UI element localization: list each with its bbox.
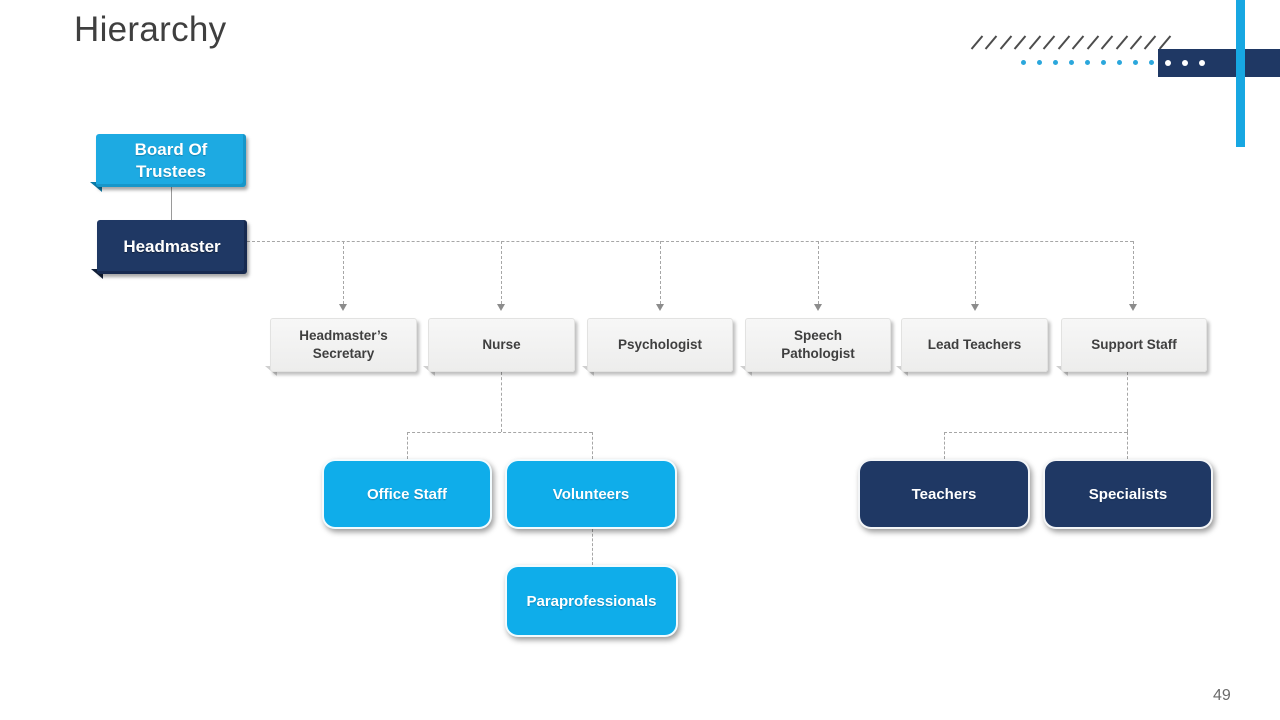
org-node-headmasters-secretary: Headmaster’s Secretary bbox=[265, 318, 417, 376]
page-title: Hierarchy bbox=[74, 10, 227, 49]
connector-volunteers-paraprofessionals bbox=[592, 529, 593, 565]
connector-drop bbox=[975, 241, 976, 304]
connector-headmaster-horizontal bbox=[247, 241, 1133, 242]
arrowhead-icon bbox=[814, 304, 822, 311]
connector-office-staff-drop bbox=[407, 432, 408, 459]
org-node-lead-teachers: Lead Teachers bbox=[896, 318, 1048, 376]
org-node-headmaster: Headmaster bbox=[91, 220, 247, 279]
fold-decoration bbox=[1056, 366, 1068, 376]
org-node-label: Board Of Trustees bbox=[134, 140, 208, 181]
org-node-nurse: Nurse bbox=[423, 318, 575, 376]
hatch-marks-decoration bbox=[970, 33, 1172, 51]
org-node-paraprofessionals: Paraprofessionals bbox=[505, 565, 678, 637]
org-node-label: Teachers bbox=[911, 485, 977, 503]
page-number: 49 bbox=[1213, 687, 1231, 704]
org-node-volunteers: Volunteers bbox=[505, 459, 677, 529]
fold-decoration bbox=[265, 366, 277, 376]
org-node-label: Nurse bbox=[482, 337, 521, 353]
org-node-speech-pathologist: Speech Pathologist bbox=[740, 318, 891, 376]
org-node-label: Lead Teachers bbox=[927, 337, 1022, 353]
connector-drop bbox=[1133, 241, 1134, 304]
connector-drop bbox=[818, 241, 819, 304]
org-node-specialists: Specialists bbox=[1043, 459, 1213, 529]
connector-drop bbox=[343, 241, 344, 304]
dot-row-decoration bbox=[1021, 59, 1154, 65]
connector-teachers-drop bbox=[944, 432, 945, 459]
org-node-label: Headmaster bbox=[123, 237, 221, 256]
org-node-board-of-trustees: Board Of Trustees bbox=[90, 134, 246, 192]
connector-board-headmaster bbox=[171, 187, 172, 220]
connector-drop bbox=[501, 241, 502, 304]
arrowhead-icon bbox=[656, 304, 664, 311]
fold-decoration bbox=[740, 366, 752, 376]
arrowhead-icon bbox=[971, 304, 979, 311]
fold-decoration bbox=[896, 366, 908, 376]
org-node-label: Psychologist bbox=[617, 337, 703, 353]
arrowhead-icon bbox=[339, 304, 347, 311]
org-node-support-staff: Support Staff bbox=[1056, 318, 1207, 376]
org-node-label: Specialists bbox=[1088, 485, 1168, 503]
org-node-teachers: Teachers bbox=[858, 459, 1030, 529]
org-node-office-staff: Office Staff bbox=[322, 459, 492, 529]
fold-decoration bbox=[423, 366, 435, 376]
org-node-label: Volunteers bbox=[552, 485, 630, 503]
org-node-label: Support Staff bbox=[1091, 337, 1177, 353]
org-node-label: Headmaster’s Secretary bbox=[299, 328, 388, 361]
vertical-accent-line bbox=[1236, 0, 1245, 147]
arrowhead-icon bbox=[497, 304, 505, 311]
navy-bar-decoration bbox=[1158, 49, 1280, 77]
arrowhead-icon bbox=[1129, 304, 1137, 311]
connector-nurse-horizontal bbox=[407, 432, 592, 433]
org-node-psychologist: Psychologist bbox=[582, 318, 733, 376]
connector-nurse-down bbox=[501, 372, 502, 432]
connector-volunteers-drop bbox=[592, 432, 593, 459]
connector-support-down bbox=[1127, 372, 1128, 432]
connector-support-horizontal bbox=[944, 432, 1127, 433]
fold-decoration bbox=[90, 182, 102, 192]
fold-decoration bbox=[91, 269, 103, 279]
org-node-label: Speech Pathologist bbox=[781, 328, 855, 361]
org-node-label: Office Staff bbox=[366, 485, 447, 503]
connector-drop bbox=[660, 241, 661, 304]
org-node-label: Paraprofessionals bbox=[526, 592, 657, 610]
fold-decoration bbox=[582, 366, 594, 376]
connector-specialists-drop bbox=[1127, 432, 1128, 459]
